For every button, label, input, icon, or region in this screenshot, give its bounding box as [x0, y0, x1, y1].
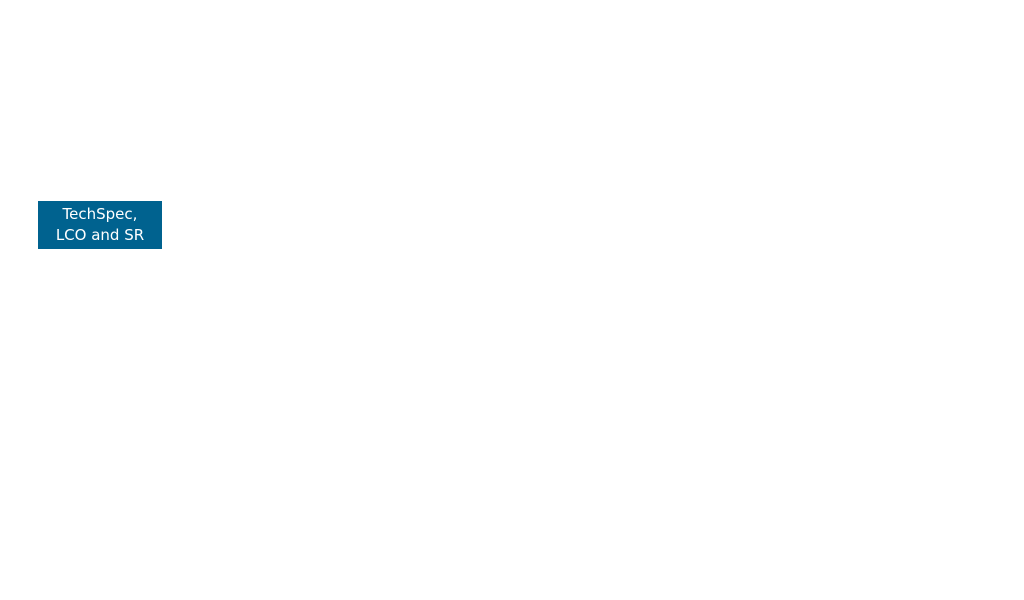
techspec-lco-sr-button[interactable]: TechSpec, LCO and SR: [38, 201, 162, 249]
button-label-line-2: LCO and SR: [55, 226, 145, 244]
button-label-line-1: TechSpec,: [62, 205, 138, 223]
